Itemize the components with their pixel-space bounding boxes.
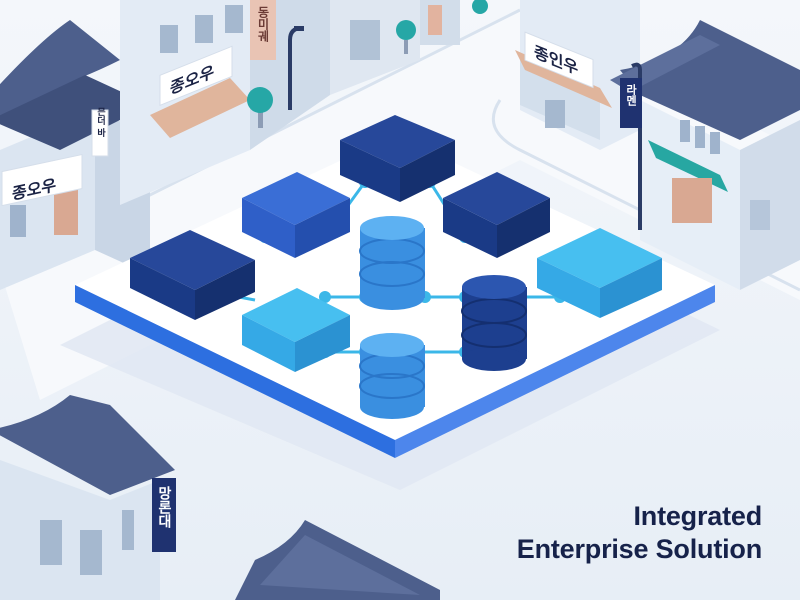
cyan-block xyxy=(537,228,662,318)
cyan-block xyxy=(242,288,350,372)
roof xyxy=(0,395,175,495)
navy-block xyxy=(130,230,255,320)
navy-database xyxy=(461,275,527,371)
navy-block xyxy=(443,172,550,258)
navy-block xyxy=(340,115,455,202)
tree xyxy=(396,20,416,40)
caption-line-2: Enterprise Solution xyxy=(516,534,762,564)
road-curb xyxy=(491,99,800,292)
roof xyxy=(0,20,120,120)
shop-sign xyxy=(1,153,83,207)
caption-line-1: Integrated xyxy=(633,501,762,531)
platform-edge xyxy=(75,285,395,458)
platform-edge xyxy=(395,285,715,458)
building-top-center: 종오우 동미궤 xyxy=(120,0,330,205)
tree xyxy=(472,0,488,14)
vertical-sign-text: 라멘 xyxy=(625,83,638,106)
vertical-sign-text: 동미궤 xyxy=(256,6,270,43)
building-right: 라멘 xyxy=(610,20,800,290)
vertical-sign xyxy=(250,0,276,60)
roof xyxy=(620,20,800,140)
building-top-middle xyxy=(330,0,488,95)
vertical-sign xyxy=(91,109,109,157)
building-top-left: 종오우 믄더 바 xyxy=(0,20,150,290)
door xyxy=(672,178,712,223)
shop-sign xyxy=(524,31,594,89)
shop-sign xyxy=(159,45,233,107)
tree xyxy=(247,87,273,113)
building-bottom-left: 망론대 xyxy=(0,395,176,600)
light-database xyxy=(359,216,425,310)
building-top-right-shop: 종인우 xyxy=(515,0,640,150)
vertical-sign-text: 믄더 바 xyxy=(95,107,105,138)
sign-pole xyxy=(631,62,642,230)
mid-block xyxy=(242,172,350,258)
awning xyxy=(150,78,250,138)
caption: Integrated Enterprise Solution xyxy=(402,500,762,566)
vertical-sign xyxy=(620,78,642,128)
building-bottom-center xyxy=(235,520,440,600)
vertical-sign-text: 망론대 xyxy=(156,485,172,529)
vertical-sign xyxy=(152,478,176,552)
light-database xyxy=(359,333,425,419)
